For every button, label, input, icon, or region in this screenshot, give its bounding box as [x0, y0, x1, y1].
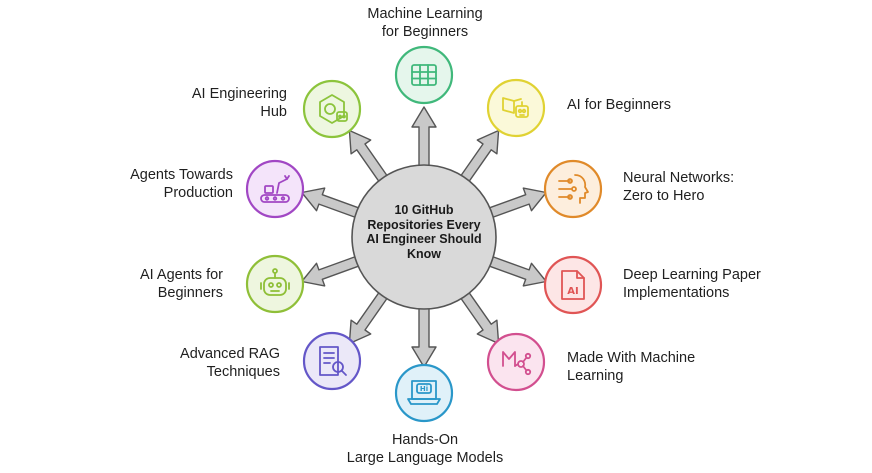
node-circle-made-with-ml	[486, 332, 546, 392]
hexagon-robot-icon	[319, 94, 348, 124]
arrow-5	[457, 287, 500, 345]
center-title: 10 GitHub Repositories Every AI Engineer…	[366, 203, 482, 261]
arrow-1	[411, 106, 437, 172]
arrow-3	[483, 187, 547, 220]
label-ai-beginners: AI for Beginners	[567, 97, 671, 113]
node-ml-beginners	[394, 45, 454, 105]
robot-arm-conveyor-icon	[260, 175, 290, 203]
node-circle-dl-papers	[543, 255, 603, 315]
arrow-8	[301, 254, 365, 287]
node-agents-production	[245, 159, 305, 219]
book-robot-icon	[502, 97, 529, 118]
label-ml-beginners: Machine Learning for Beginners	[367, 6, 483, 40]
arrow-7	[348, 287, 391, 345]
node-advanced-rag	[302, 331, 362, 391]
node-dl-papers: AI	[543, 255, 603, 315]
node-neural-networks	[543, 159, 603, 219]
node-circles: AI Hi	[245, 45, 603, 423]
radial-arrows	[301, 106, 547, 368]
label-made-with-ml: Made With Machine Learning	[567, 350, 696, 384]
label-agents-production: Agents Towards Production	[130, 167, 233, 201]
grid-table-icon	[411, 64, 437, 86]
label-hands-on-llm: Hands-On Large Language Models	[346, 432, 504, 466]
brain-head-icon	[558, 174, 589, 204]
document-search-icon	[319, 346, 347, 376]
label-dl-papers: Deep Learning Paper Implementations	[623, 267, 761, 301]
arrow-6	[411, 302, 437, 368]
node-circle-advanced-rag	[302, 331, 362, 391]
node-ai-eng-hub	[302, 79, 362, 139]
svg-text:Hi: Hi	[420, 385, 428, 393]
arrow-9	[301, 187, 365, 220]
arrow-10	[348, 129, 391, 187]
label-advanced-rag: Advanced RAG Techniques	[180, 346, 280, 380]
arrow-4	[483, 254, 547, 287]
label-ai-agents-beginners: AI Agents for Beginners	[139, 267, 223, 301]
ai-document-icon: AI	[561, 270, 585, 300]
node-ai-agents-beginners	[245, 254, 305, 314]
laptop-chat-icon: Hi	[407, 380, 441, 405]
label-ai-eng-hub: AI Engineering Hub	[191, 86, 287, 120]
node-circle-ml-beginners	[394, 45, 454, 105]
robot-head-icon	[260, 268, 290, 296]
arrow-2	[457, 129, 500, 187]
ml-network-icon	[502, 351, 532, 376]
node-circle-agents-production	[245, 159, 305, 219]
node-circle-ai-eng-hub	[302, 79, 362, 139]
node-circle-ai-agents-beginners	[245, 254, 305, 314]
center-hub	[351, 164, 497, 310]
node-circle-neural-networks	[543, 159, 603, 219]
label-neural-networks: Neural Networks: Zero to Hero	[623, 170, 735, 204]
svg-text:AI: AI	[567, 286, 578, 297]
node-made-with-ml	[486, 332, 546, 392]
node-hands-on-llm: Hi	[394, 363, 454, 423]
node-ai-beginners	[486, 78, 546, 138]
